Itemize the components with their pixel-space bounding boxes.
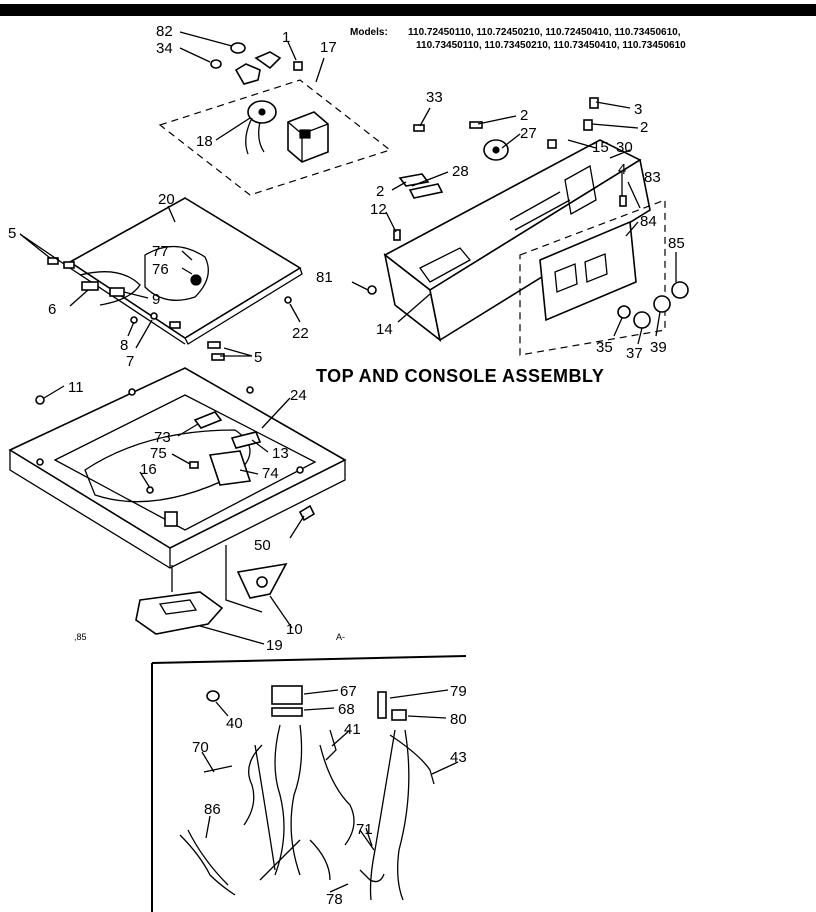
timer-motor [245, 100, 277, 155]
callout-70: 70 [192, 739, 209, 756]
callout-14: 14 [376, 321, 393, 338]
callout-28: 28 [452, 163, 469, 180]
bleach-dispenser [236, 562, 288, 599]
callout-75: 75 [150, 445, 167, 462]
callout-50: 50 [254, 537, 271, 554]
timer-switch [287, 111, 329, 163]
callout-41: 41 [344, 721, 361, 738]
callout-77: 77 [152, 243, 169, 260]
callout-9: 9 [152, 291, 160, 308]
cabinet-top [8, 367, 347, 569]
callout-40: 40 [226, 715, 243, 732]
callout-5a: 5 [8, 225, 16, 242]
callout-39: 39 [650, 339, 667, 356]
models-line-2: 110.73450110, 110.73450210, 110.73450410… [416, 40, 686, 51]
callout-76: 76 [152, 261, 169, 278]
page-mark-left: ,85 [74, 632, 87, 642]
callout-2b: 2 [640, 119, 648, 136]
callout-22: 22 [292, 325, 309, 342]
callout-3: 3 [634, 101, 642, 118]
hinge-parts [47, 257, 292, 361]
callout-68: 68 [338, 701, 355, 718]
callout-33: 33 [426, 89, 443, 106]
callout-78: 78 [326, 891, 343, 908]
callout-13: 13 [272, 445, 289, 462]
leader-lines [19, 31, 677, 893]
callout-2c: 2 [376, 183, 384, 200]
wiring-harness [179, 685, 435, 901]
callout-30: 30 [616, 139, 633, 156]
callout-24: 24 [290, 387, 307, 404]
callout-74: 74 [262, 465, 279, 482]
callout-27: 27 [520, 125, 537, 142]
callout-35: 35 [596, 339, 613, 356]
callouts: 82 34 1 17 33 3 2 27 2 15 30 18 28 2 4 8… [8, 23, 685, 908]
callout-83: 83 [644, 169, 661, 186]
callout-10: 10 [286, 621, 303, 638]
callout-34: 34 [156, 40, 173, 57]
callout-37: 37 [626, 345, 643, 362]
console-panel [383, 139, 651, 342]
callout-82: 82 [156, 23, 173, 40]
callout-18: 18 [196, 133, 213, 150]
diagram-title: TOP AND CONSOLE ASSEMBLY [316, 366, 604, 386]
callout-6: 6 [48, 301, 56, 318]
callout-84: 84 [640, 213, 657, 230]
callout-20: 20 [158, 191, 175, 208]
callout-86: 86 [204, 801, 221, 818]
callout-2a: 2 [520, 107, 528, 124]
callout-73: 73 [154, 429, 171, 446]
console-knobs [617, 281, 689, 329]
callout-15: 15 [592, 139, 609, 156]
callout-67: 67 [340, 683, 357, 700]
callout-85: 85 [668, 235, 685, 252]
callout-12: 12 [370, 201, 387, 218]
control-panel-insert [539, 220, 637, 322]
callout-8: 8 [120, 337, 128, 354]
callout-43: 43 [450, 749, 467, 766]
models-line-1: 110.72450110, 110.72450210, 110.72450410… [408, 27, 681, 38]
control-knob-parts [210, 42, 303, 85]
callout-5b: 5 [254, 349, 262, 366]
callout-4: 4 [618, 161, 626, 178]
console-small-parts [367, 97, 627, 295]
lid-switch-parts [146, 411, 262, 527]
callout-16: 16 [140, 461, 157, 478]
agitator-cap [135, 591, 224, 635]
wiring-box [151, 655, 467, 912]
callout-79: 79 [450, 683, 467, 700]
models-label: Models: [350, 27, 388, 38]
callout-81: 81 [316, 269, 333, 286]
callout-7: 7 [126, 353, 134, 370]
callout-71: 71 [356, 821, 373, 838]
top-border [0, 4, 816, 16]
page-mark-right: A- [336, 632, 345, 642]
callout-1: 1 [282, 29, 290, 46]
callout-80: 80 [450, 711, 467, 728]
callout-19: 19 [266, 637, 283, 654]
callout-11: 11 [68, 379, 84, 396]
callout-17: 17 [320, 39, 337, 56]
